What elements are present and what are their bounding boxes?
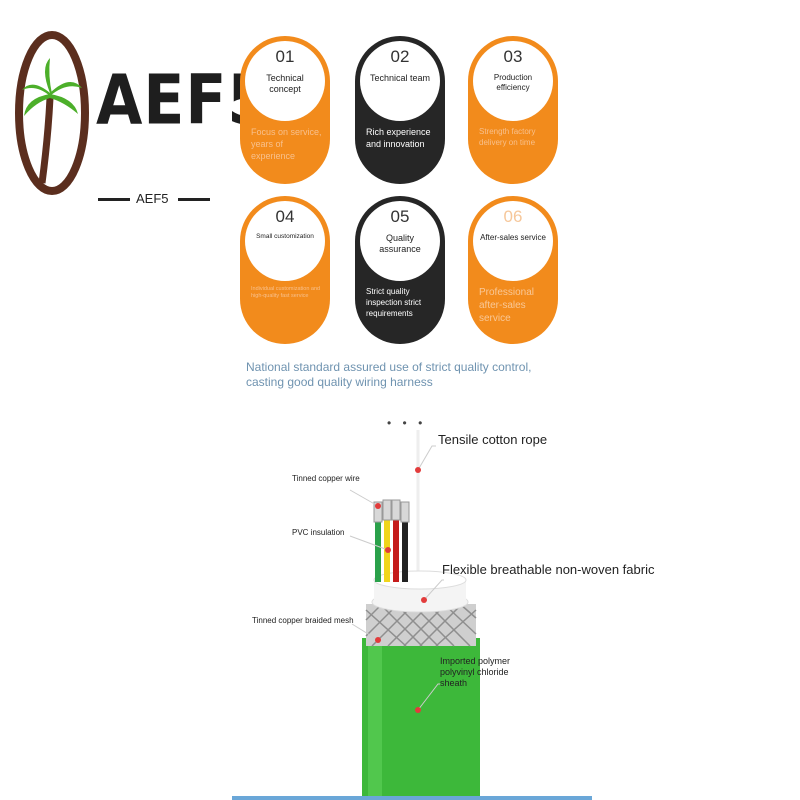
label-tinned-copper-wire: Tinned copper wire	[292, 474, 360, 483]
card-head: 03 Production efficiency	[473, 41, 553, 121]
card-body: Strict quality inspection strict require…	[366, 287, 422, 318]
divider	[178, 198, 210, 201]
brand-subtitle-text: AEF5	[136, 191, 169, 206]
more-dots: • • •	[387, 416, 427, 430]
card-body: Focus on service, years of experience	[251, 127, 322, 161]
card-number: 04	[275, 207, 295, 226]
label-non-woven-fabric: Flexible breathable non-woven fabric	[442, 562, 655, 577]
card-number: 06	[503, 207, 523, 226]
label-braided-mesh: Tinned copper braided mesh	[252, 616, 354, 625]
label-pvc-insulation: PVC insulation	[292, 528, 345, 537]
tagline: National standard assured use of strict …	[246, 360, 532, 389]
card-title: After-sales service	[480, 233, 546, 242]
card-number: 05	[390, 207, 410, 226]
card-head: 02 Technical team	[360, 41, 440, 121]
card-body: Strength factory delivery on time	[479, 127, 536, 147]
brand-subtitle: AEF5	[98, 189, 210, 209]
cable-illustration	[232, 430, 592, 800]
card-head: 06 After-sales service	[473, 201, 553, 281]
card-body: Professional after-sales service	[479, 287, 535, 324]
divider	[98, 198, 130, 201]
feature-card-01: 01 Technical concept Focus on service, y…	[240, 36, 330, 184]
card-body: Individual customization and high-qualit…	[251, 286, 321, 299]
card-title: Technical team	[369, 73, 431, 83]
cable-diagram: • • • Tensile cotton rope Tinned copper …	[232, 410, 800, 800]
card-title: Production efficiency	[493, 73, 533, 92]
card-number: 02	[390, 47, 410, 66]
card-body: Rich experience and innovation	[366, 127, 431, 149]
card-head: 01 Technical concept	[245, 41, 325, 121]
card-number: 03	[503, 47, 523, 66]
label-tensile-rope: Tensile cotton rope	[438, 432, 548, 447]
card-number: 01	[275, 47, 295, 66]
card-head: 05 Quality assurance	[360, 201, 440, 281]
card-title: Quality assurance	[379, 233, 421, 254]
card-title: Small customization	[256, 233, 314, 240]
feature-card-04: 04 Small customization Individual custom…	[240, 196, 330, 344]
feature-card-03: 03 Production efficiency Strength factor…	[468, 36, 558, 184]
feature-card-05: 05 Quality assurance Strict quality insp…	[355, 196, 445, 344]
card-title: Technical concept	[266, 73, 304, 94]
card-head: 04 Small customization	[245, 201, 325, 281]
palm-tree-icon	[15, 31, 89, 195]
feature-card-02: 02 Technical team Rich experience and in…	[355, 36, 445, 184]
feature-card-06: 06 After-sales service Professional afte…	[468, 196, 558, 344]
brand-logo: AEF5 AEF5	[12, 28, 269, 206]
label-pvc-sheath: Imported polymer polyvinyl chloride shea…	[440, 656, 511, 688]
